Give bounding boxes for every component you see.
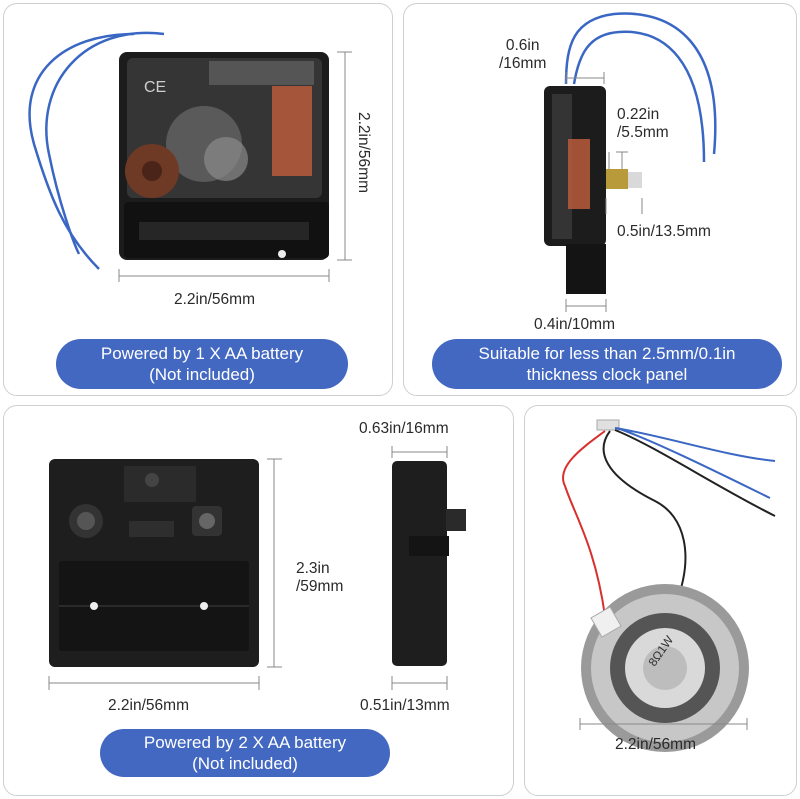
movement-side-image [544,12,717,312]
badge-line-2: (Not included) [149,365,255,384]
speaker-image [562,419,776,752]
badge-line-1: Powered by 1 X AA battery [100,344,304,363]
top-dimension-line-1: 0.6in [505,37,540,54]
panel-movement-1aa: CE 2.2in/56mm 2.2in/56mm Powered by 1 X … [3,3,393,396]
height-dimension-line-2: /59mm [296,578,344,595]
battery-badge: Powered by 1 X AA battery (Not included) [56,339,348,389]
panel-speaker: 8Ω1W 2.2in/56mm [524,405,797,796]
clock-movement-image: CE [28,31,352,282]
badge-line-1: Suitable for less than 2.5mm/0.1in [478,344,736,363]
badge-line-2: thickness clock panel [526,365,688,384]
shaft-dimension-line-2: /5.5mm [617,124,669,141]
badge-line-2: (Not included) [192,754,298,773]
top-dimension: 0.6in /16mm [499,37,546,73]
top-dimension: 0.63in/16mm [359,420,449,437]
badge-line-1: Powered by 2 X AA battery [143,733,347,752]
depth-dimension: 0.4in/10mm [534,316,615,333]
depth-dimension: 0.51in/13mm [360,697,450,714]
width-dimension: 2.2in/56mm [108,697,189,714]
width-dimension: 2.2in/56mm [174,291,255,308]
panel-thickness-badge: Suitable for less than 2.5mm/0.1in thick… [432,339,782,389]
panel-movement-2aa: 0.63in/16mm 2.3in /59mm 2.2in/56mm 0.51i… [3,405,514,796]
height-dimension: 2.3in /59mm [296,560,343,596]
width-dimension: 2.2in/56mm [615,736,696,753]
svg-text:CE: CE [144,79,166,96]
shaft-dimension-line-1: 0.22in [617,106,660,123]
movement-2aa-image [48,446,466,690]
panel-movement-side: 0.6in /16mm 0.22in /5.5mm 0.5in/13.5mm 0… [403,3,797,396]
top-dimension-line-2: /16mm [499,55,547,72]
shaft-length-dimension: 0.5in/13.5mm [617,223,711,240]
battery-badge: Powered by 2 X AA battery (Not included) [100,729,390,777]
height-dimension: 2.2in/56mm [355,112,372,193]
height-dimension-line-1: 2.3in [296,560,330,577]
shaft-dimension: 0.22in /5.5mm [617,106,669,142]
